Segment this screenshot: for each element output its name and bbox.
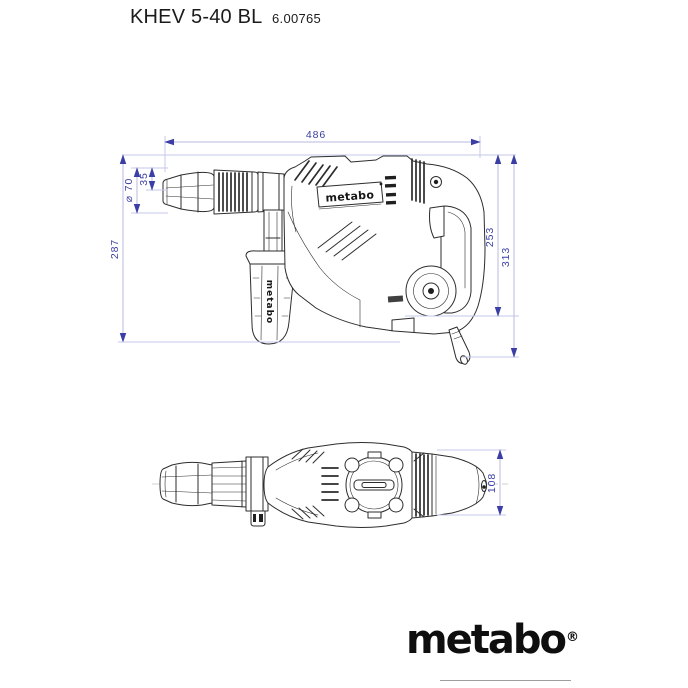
top-view-dimensions: 108	[437, 449, 506, 516]
top-clamp	[245, 456, 269, 527]
top-body	[263, 442, 413, 528]
chuck-nose	[162, 171, 215, 213]
mode-dial	[405, 265, 457, 317]
registered-mark: ®	[566, 629, 580, 645]
dim-chuck-diameter-label: ⌀ 70	[123, 178, 135, 203]
body-brand-text: metabo	[325, 188, 375, 204]
dim-height-body-label: 253	[484, 227, 496, 247]
metabo-logo-text: metabo	[406, 617, 567, 663]
top-chuck-nose	[159, 461, 213, 507]
power-cable	[448, 326, 471, 365]
metabo-logo: metabo®	[406, 617, 580, 663]
side-view-drawing: metabo metabo	[109, 129, 519, 365]
page-title-model: KHEV 5-40 BL	[130, 6, 263, 28]
order-number: 6.00765	[272, 11, 322, 26]
top-rear	[411, 451, 487, 519]
dim-height-total-label: 313	[500, 247, 512, 267]
handle-brand-text: metabo	[264, 280, 274, 324]
dim-length-label: 486	[306, 129, 326, 141]
dim-chuck-axis-label: 35	[138, 172, 150, 185]
top-collar	[211, 460, 247, 508]
side-view-dimensions: 486 287 ⌀ 70 35 253 313	[109, 129, 519, 358]
side-handle: metabo	[245, 171, 301, 345]
top-view-drawing: 108	[152, 442, 508, 528]
trigger	[429, 205, 445, 239]
chuck-collar	[213, 169, 259, 215]
footer-rule	[440, 680, 571, 681]
dim-width-label: 108	[486, 473, 498, 493]
dim-height-left-label: 287	[109, 239, 121, 259]
